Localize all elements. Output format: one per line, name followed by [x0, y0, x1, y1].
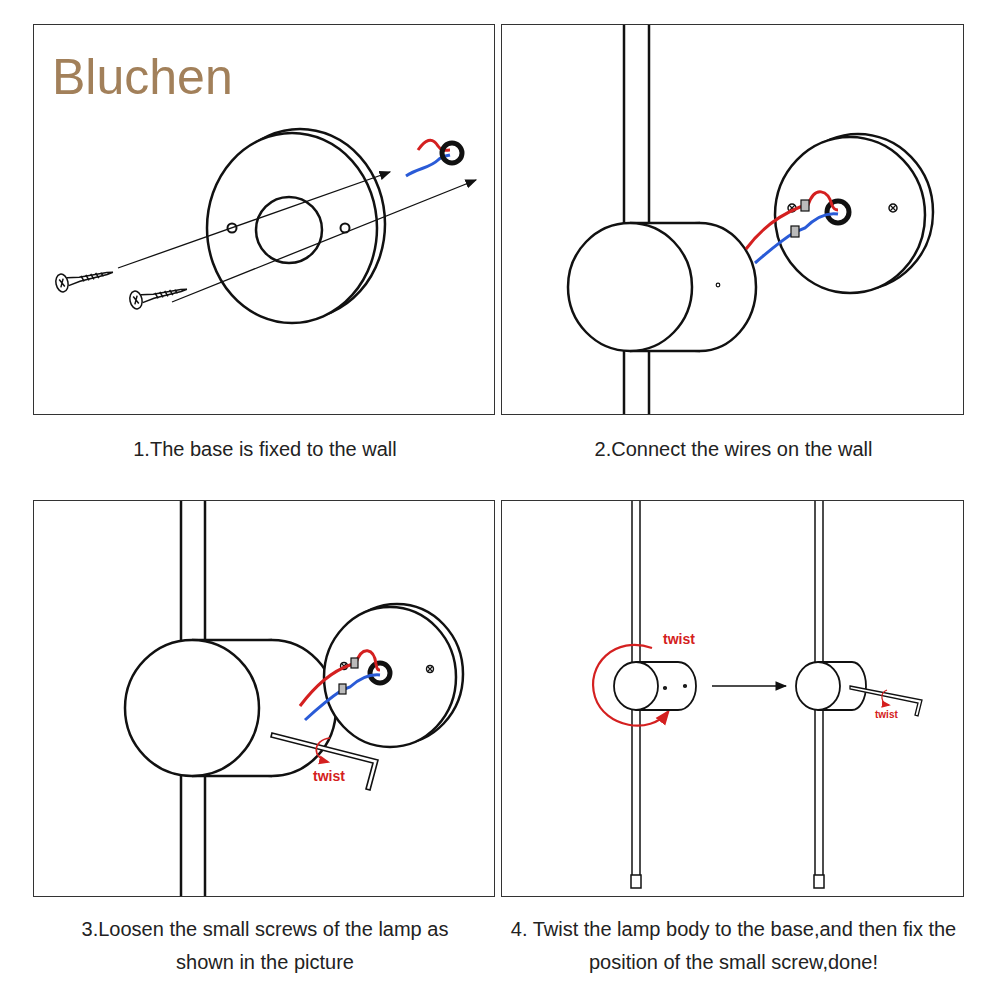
lamp-body — [125, 640, 336, 776]
twist-label: twist — [875, 709, 898, 720]
step-arrow — [712, 685, 786, 686]
step-panel: 4. Twist the lamp body to the base,and t… — [501, 500, 964, 897]
lamp-rod — [631, 501, 824, 888]
twist-arrow — [316, 738, 330, 762]
guide-arrows — [118, 172, 476, 302]
lamp-rod — [624, 25, 649, 414]
brand-logo: Bluchen — [52, 50, 233, 105]
wall-base — [207, 129, 385, 323]
lamp-body — [796, 662, 866, 710]
allen-key — [271, 733, 378, 790]
step-panel: 2.Connect the wires on the wall — [501, 24, 964, 415]
step-caption: 2.Connect the wires on the wall — [502, 433, 965, 466]
step-caption: 3.Loosen the small screws of the lamp as… — [70, 913, 460, 979]
twist-arrow — [882, 690, 889, 705]
step-caption: 4. Twist the lamp body to the base,and t… — [497, 913, 970, 979]
screw — [128, 280, 188, 310]
twist-label: twist — [663, 632, 695, 647]
wire-connection — [746, 192, 838, 263]
step-panel: 3.Loosen the small screws of the lamp as… — [33, 500, 495, 897]
lamp-body — [614, 662, 696, 710]
step-caption: 1.The base is fixed to the wall — [34, 433, 496, 466]
lamp-body — [568, 223, 756, 351]
wall-base — [324, 604, 463, 747]
twist-label: twist — [313, 769, 345, 784]
twist-arrow — [593, 645, 668, 726]
wall-wires — [406, 140, 462, 176]
screw — [54, 263, 114, 293]
wire-connection — [300, 651, 380, 720]
wall-base — [775, 134, 933, 293]
